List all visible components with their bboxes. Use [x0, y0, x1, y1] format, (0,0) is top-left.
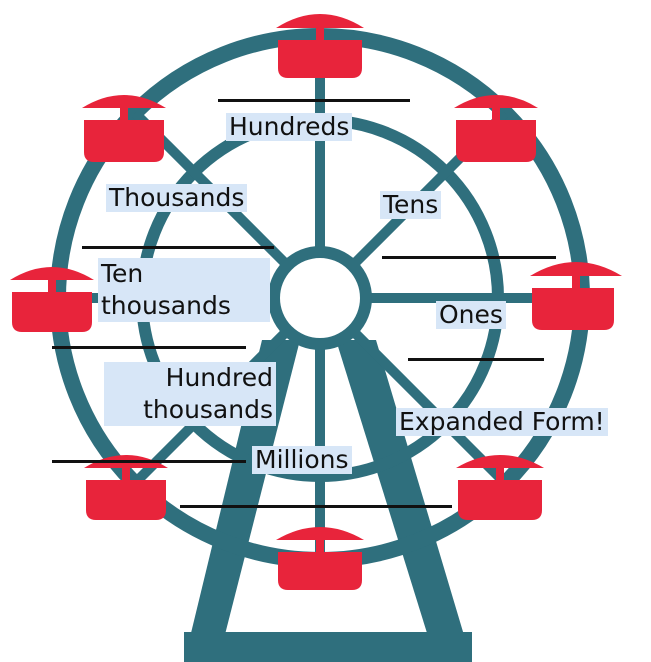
cabin-icon	[454, 95, 538, 162]
answer-blank-ten-thousands[interactable]	[52, 346, 246, 349]
answer-blank-thousands[interactable]	[82, 246, 274, 249]
label-hundred-thousands: Hundred thousands	[104, 362, 276, 426]
label-ten-thousands: Ten thousands	[98, 258, 270, 322]
answer-blank-hundreds[interactable]	[218, 99, 410, 102]
label-hundreds: Hundreds	[226, 113, 352, 141]
label-tens: Tens	[380, 191, 441, 219]
cabin-icon	[276, 527, 364, 590]
cabin-icon	[530, 262, 622, 330]
label-ones: Ones	[436, 301, 506, 329]
answer-blank-millions[interactable]	[180, 505, 452, 508]
label-millions: Millions	[252, 446, 352, 474]
answer-blank-ones[interactable]	[408, 358, 544, 361]
label-thousands: Thousands	[106, 184, 247, 212]
answer-blank-tens[interactable]	[382, 256, 556, 259]
cabin-icon	[84, 455, 168, 520]
cabin-icon	[10, 267, 94, 332]
label-expanded-form: Expanded Form!	[396, 408, 608, 436]
cabin-icon	[276, 14, 364, 78]
cabin-icon	[82, 95, 166, 162]
wheel-hub	[274, 252, 366, 344]
cabin-icon	[456, 455, 544, 520]
answer-blank-hundred-thousands[interactable]	[52, 460, 246, 463]
